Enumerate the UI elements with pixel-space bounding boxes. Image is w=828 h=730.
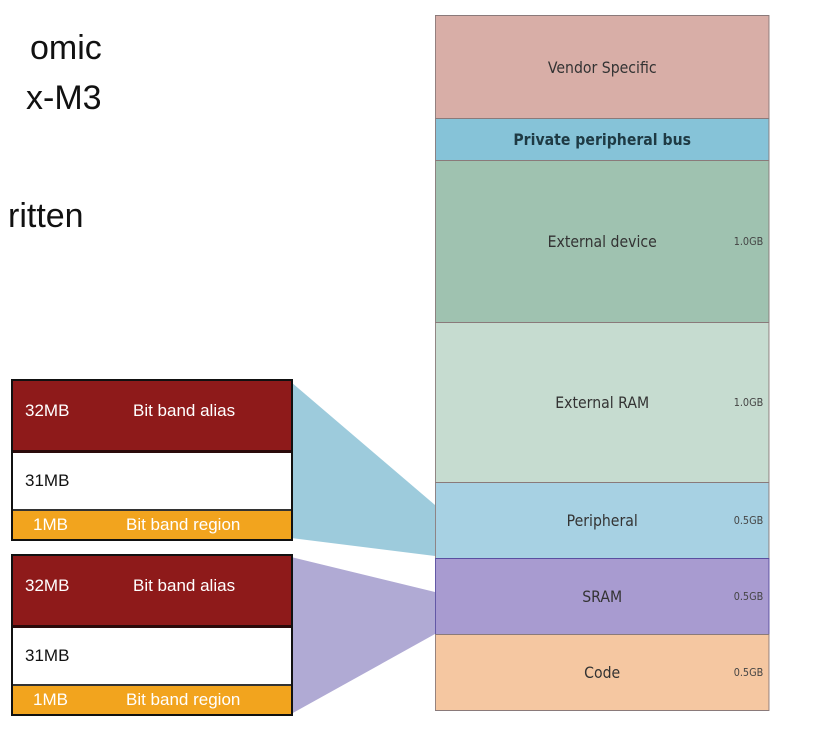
segment-label: Vendor Specific [547,57,657,77]
segment-size: 0.5GB [733,666,764,679]
bit-band-region-row: 1MB Bit band region [13,684,291,714]
slide-text-line-3: ritten [8,197,84,235]
segment-label: External RAM [555,393,650,412]
bit-band-region-row: 1MB Bit band region [13,509,291,539]
segment-private-peripheral-bus: Private peripheral bus [435,118,770,161]
segment-sram: SRAM 0.5GB [435,558,770,635]
middle-row: 31MB [13,453,291,509]
middle-size: 31MB [25,646,70,665]
bit-band-box-peripheral: 32MB Bit band alias 31MB 1MB Bit band regi… [11,379,293,541]
segment-external-ram: External RAM 1.0GB [435,322,770,483]
middle-size: 31MB [25,471,70,490]
middle-row: 31MB [13,628,291,684]
segment-label: Peripheral [566,511,638,530]
segment-size: 0.5GB [733,590,764,603]
slide-text-line-1: omic [30,29,102,67]
peripheral-connector [291,382,435,556]
region-label: Bit band region [126,690,241,709]
alias-size: 32MB [25,401,70,420]
alias-label: Bit band alias [133,576,236,595]
segment-label: External device [547,232,657,251]
segment-size: 1.0GB [733,396,764,409]
bit-band-box-sram: 32MB Bit band alias 31MB 1MB Bit band regi… [11,554,293,716]
segment-size: 1.0GB [733,235,764,248]
region-size: 1MB [33,690,68,709]
segment-label: Private peripheral bus [513,130,692,149]
region-size: 1MB [33,515,68,534]
sram-connector [291,557,435,714]
alias-label: Bit band alias [133,401,236,420]
segment-code: Code 0.5GB [435,634,770,711]
segment-vendor-specific: Vendor Specific [435,15,770,119]
bit-band-alias-row: 32MB Bit band alias [13,556,291,628]
region-label: Bit band region [126,515,241,534]
bit-band-alias-row: 32MB Bit band alias [13,381,291,453]
alias-size: 32MB [25,576,70,595]
segment-external-device: External device 1.0GB [435,160,770,323]
segment-label: Code [584,663,621,682]
segment-peripheral: Peripheral 0.5GB [435,482,770,559]
segment-size: 0.5GB [733,514,764,527]
slide-text-line-2: x-M3 [26,79,102,117]
segment-label: SRAM [582,587,623,606]
